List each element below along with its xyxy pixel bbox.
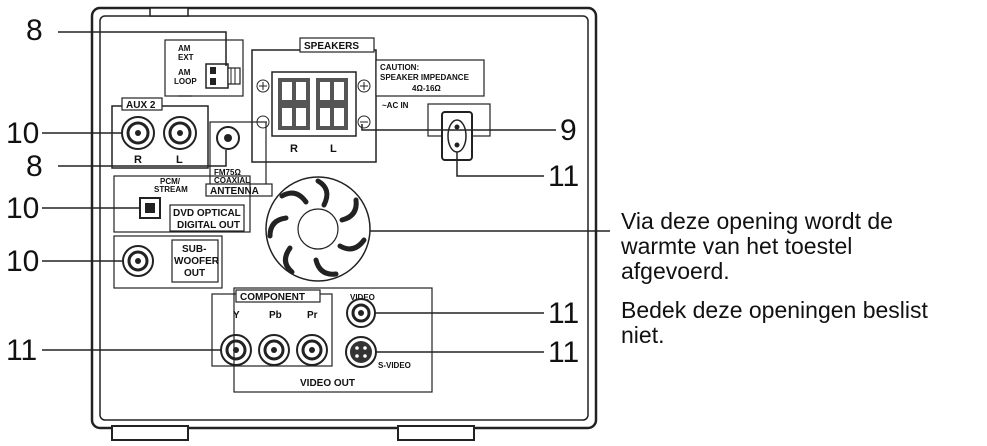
note-line-1: Via deze opening wordt de <box>621 208 893 234</box>
caution-label: CAUTION: <box>380 63 419 72</box>
foot-right <box>397 425 475 441</box>
pcm-label: PCM/ <box>160 177 181 186</box>
s-video-label: S-VIDEO <box>378 361 411 370</box>
am-ext-label: AM <box>178 44 191 53</box>
out-label: OUT <box>184 268 205 279</box>
digital-out-label: DIGITAL OUT <box>177 220 240 231</box>
speakers-label: SPEAKERS <box>304 41 359 52</box>
callout-10-subwoofer: 10 <box>6 245 39 278</box>
fm-ohm-label: FM75Ω <box>214 168 241 177</box>
dvd-optical-out: PCM/ STREAM DVD OPTICAL DIGITAL OUT <box>113 175 251 233</box>
leader-lines <box>42 31 610 353</box>
callout-8-top: 8 <box>26 14 43 47</box>
callout-11-component: 11 <box>6 334 37 367</box>
callout-11-svideo: 11 <box>548 336 579 369</box>
note-line-2: warmte van het toestel <box>620 233 852 259</box>
foot-left <box>111 425 189 441</box>
ac-in-label: ~AC IN <box>382 101 409 110</box>
antenna-label: ANTENNA <box>210 186 259 197</box>
callout-10-optical: 10 <box>6 192 39 225</box>
am-loop-label: AM <box>178 68 191 77</box>
ac-inlet <box>427 103 491 161</box>
callout-11-video: 11 <box>548 297 579 330</box>
note-line-3: afgevoerd. <box>621 258 730 284</box>
woofer-label: WOOFER <box>174 256 220 267</box>
speaker-r-label: R <box>290 143 298 155</box>
aux2-jacks: AUX 2 R L <box>111 97 209 169</box>
coaxial-label: COAXIAL <box>214 176 250 185</box>
top-tab <box>149 7 189 17</box>
caution-box: CAUTION: SPEAKER IMPEDANCE 4Ω-16Ω ~AC IN <box>375 59 485 110</box>
dvd-optical-label: DVD OPTICAL <box>173 208 241 219</box>
callout-10-aux: 10 <box>6 117 39 150</box>
video-label: VIDEO <box>350 293 375 302</box>
speaker-terminals: SPEAKERS R L <box>251 37 377 163</box>
aux2-label: AUX 2 <box>126 100 156 111</box>
aux-r-label: R <box>134 154 142 166</box>
comp-pr-label: Pr <box>307 310 318 321</box>
am-ext-label-2: EXT <box>178 53 194 62</box>
component-video-out: COMPONENT Y Pb Pr <box>211 289 333 367</box>
sub-label: SUB- <box>182 244 206 255</box>
subwoofer-out: SUB- WOOFER OUT <box>113 235 223 289</box>
impedance-value-label: 4Ω-16Ω <box>412 84 441 93</box>
callout-numbers: 8 10 8 10 10 11 9 11 11 11 <box>6 14 579 369</box>
ventilation-opening <box>265 176 371 282</box>
ventilation-note: Via deze opening wordt de warmte van het… <box>620 208 929 348</box>
callout-11-acin: 11 <box>548 160 579 193</box>
callout-8-antenna: 8 <box>26 150 43 183</box>
am-antenna-terminal: AM EXT AM LOOP <box>164 39 244 97</box>
am-loop-label-2: LOOP <box>174 77 197 86</box>
fm-antenna: FM75Ω COAXIAL ANTENNA <box>205 121 273 197</box>
callout-9-speakers: 9 <box>560 114 577 147</box>
speaker-l-label: L <box>330 143 337 155</box>
comp-pb-label: Pb <box>269 310 282 321</box>
speaker-impedance-label: SPEAKER IMPEDANCE <box>380 73 470 82</box>
aux-l-label: L <box>176 154 183 166</box>
note-line-5: niet. <box>621 322 664 348</box>
video-out-label: VIDEO OUT <box>300 378 355 389</box>
device-body <box>90 6 598 441</box>
stream-label: STREAM <box>154 185 188 194</box>
component-label: COMPONENT <box>240 292 305 303</box>
comp-y-label: Y <box>233 310 240 321</box>
note-line-4: Bedek deze openingen beslist <box>621 297 929 323</box>
